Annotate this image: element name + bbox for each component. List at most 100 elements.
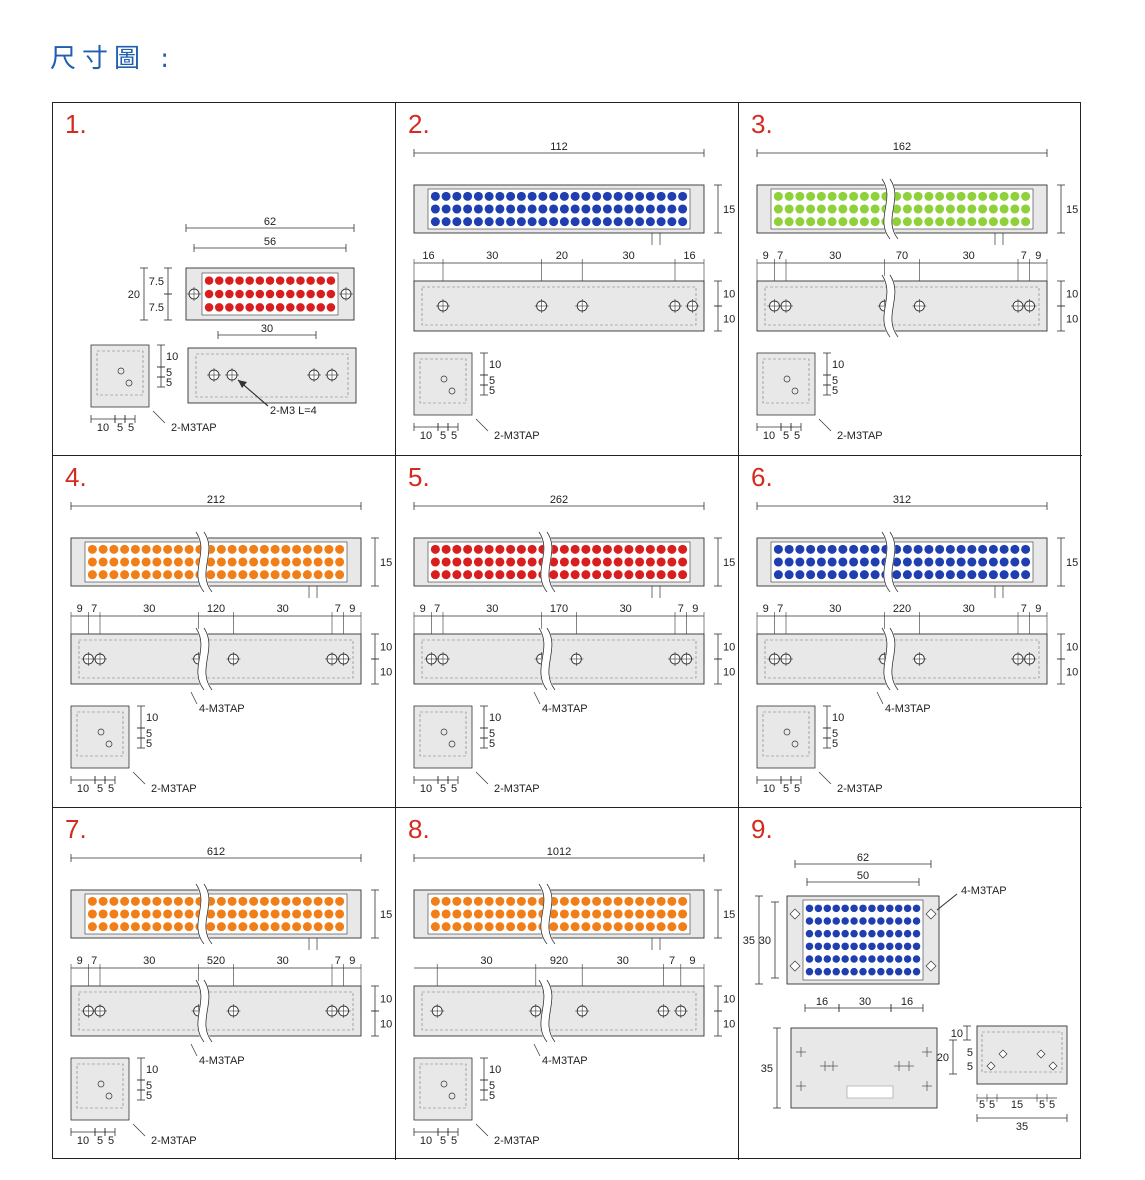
led-dot <box>624 557 634 567</box>
dim-label: 5 <box>832 728 838 740</box>
dim-label: 30 <box>486 250 498 262</box>
led-dot <box>286 276 295 285</box>
tap-label: 2-M3TAP <box>837 783 883 795</box>
led-dot <box>838 557 848 567</box>
led-dot <box>868 967 876 976</box>
led-dot <box>296 303 305 312</box>
led-dot <box>430 204 440 214</box>
led-dot <box>495 204 505 214</box>
led-dot <box>795 570 805 580</box>
dim-label: 5 <box>97 783 103 795</box>
led-dot <box>913 217 923 227</box>
housing-bottom <box>413 280 705 332</box>
led-dot <box>886 955 894 963</box>
led-dot <box>214 303 224 312</box>
led-dot <box>877 942 885 951</box>
led-dot <box>441 557 451 567</box>
led-dot <box>163 544 173 554</box>
dim-label: 30 <box>277 955 289 967</box>
led-dot <box>87 922 97 932</box>
led-dot <box>806 217 816 227</box>
led-dot <box>581 204 591 214</box>
led-dot <box>1021 217 1031 227</box>
dim-label: 9 <box>763 603 769 615</box>
led-dot <box>527 544 537 554</box>
led-dot <box>130 557 140 567</box>
dim-label: 20 <box>128 289 140 301</box>
led-dot <box>870 217 880 227</box>
led-dot <box>645 557 655 567</box>
tap-hole <box>783 375 791 383</box>
led-dot <box>602 217 612 227</box>
led-dot <box>886 929 894 938</box>
led-dot <box>773 544 783 554</box>
led-dot <box>894 942 903 951</box>
led-dot <box>613 544 623 554</box>
led-dot <box>849 217 859 227</box>
dim-label: 15 <box>1011 1099 1023 1111</box>
led-dot <box>216 909 226 919</box>
led-dot <box>473 204 483 214</box>
led-dot <box>592 217 602 227</box>
dim-label: 15 <box>1066 204 1078 216</box>
led-dot <box>827 570 837 580</box>
dim-label: 10 <box>97 422 109 434</box>
leader-line <box>190 1043 198 1057</box>
led-dot <box>850 942 858 951</box>
led-dot <box>549 909 559 919</box>
led-dot <box>850 917 858 925</box>
led-dot <box>98 909 108 919</box>
led-dot <box>204 289 214 299</box>
dim-label: 10 <box>420 783 432 795</box>
led-dot <box>877 917 885 925</box>
led-dot <box>313 896 323 906</box>
led-dot <box>859 217 869 227</box>
tap-label: 2-M3TAP <box>837 430 883 442</box>
led-dot <box>238 909 248 919</box>
led-dot <box>832 929 840 938</box>
led-dot <box>227 896 237 906</box>
panel-number: 5. <box>408 462 430 492</box>
led-dot <box>430 570 440 580</box>
led-dot <box>978 557 988 567</box>
end-profile <box>413 1057 473 1121</box>
led-dot <box>98 922 108 932</box>
led-dot <box>903 929 912 938</box>
led-dot <box>302 544 312 554</box>
led-dot <box>292 557 302 567</box>
break-mark <box>882 176 898 242</box>
led-dot <box>265 276 275 285</box>
led-dot <box>163 570 173 580</box>
break-line <box>889 531 899 593</box>
led-dot <box>635 191 645 201</box>
led-dot <box>859 904 867 913</box>
dim-label: 15 <box>723 909 735 921</box>
led-dot <box>902 191 912 201</box>
led-dot <box>602 896 612 906</box>
led-dot <box>912 942 921 951</box>
led-dot <box>495 557 505 567</box>
led-dot <box>814 904 823 913</box>
profile-inner <box>981 1031 1063 1073</box>
dim-label: 7 <box>1021 603 1027 615</box>
led-dot <box>516 191 526 201</box>
led-dot <box>163 557 173 567</box>
dim-label: 30 <box>277 603 289 615</box>
dim-label: 10 <box>380 642 392 654</box>
led-dot <box>452 544 462 554</box>
led-dot <box>988 570 998 580</box>
led-dot <box>152 909 162 919</box>
led-dot <box>656 557 666 567</box>
led-dot <box>259 896 269 906</box>
led-dot <box>678 191 688 201</box>
led-dot <box>849 570 859 580</box>
led-dot <box>286 303 295 312</box>
led-dot <box>1021 570 1031 580</box>
break-mark <box>196 529 212 595</box>
dim-label: 120 <box>207 603 225 615</box>
led-dot <box>430 909 440 919</box>
dim-label: 10 <box>380 994 392 1006</box>
dim-label: 15 <box>1066 557 1078 569</box>
led-dot <box>1010 570 1020 580</box>
led-dot <box>645 896 655 906</box>
